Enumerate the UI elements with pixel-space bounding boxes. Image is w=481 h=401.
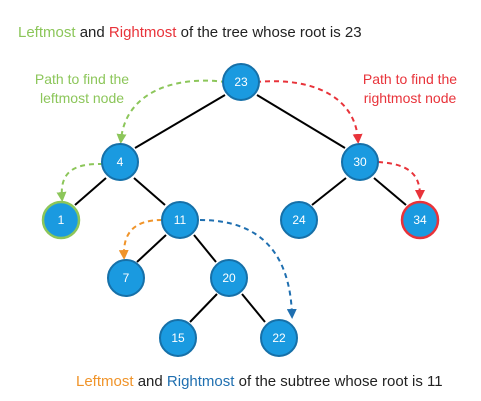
edge-11-20	[193, 234, 217, 263]
bottom-leftmost: Leftmost	[76, 373, 134, 390]
node-22: 22	[260, 319, 298, 357]
node-20-label: 20	[222, 271, 236, 285]
title-and: and	[76, 24, 109, 41]
edge-20-15	[189, 293, 218, 323]
left-path-note-line1: Path to find the	[35, 71, 129, 87]
node-1-label: 1	[58, 213, 65, 227]
tree-nodes: 23 4 30 1 11 24 34 7	[41, 63, 440, 357]
title-leftmost: Leftmost	[18, 24, 76, 41]
red-path-arrow-23-to-30	[255, 80, 363, 144]
bottom-rightmost: Rightmost	[167, 373, 235, 390]
node-11: 11	[161, 201, 199, 239]
edge-4-1	[74, 177, 107, 206]
node-20: 20	[210, 259, 248, 297]
node-22-label: 22	[272, 331, 286, 345]
node-34-label: 34	[413, 213, 427, 227]
green-path-arrow-4-to-1	[56, 162, 104, 202]
green-path-arrow-23-to-4	[116, 79, 227, 144]
orange-path-arrow-11-to-7	[118, 219, 163, 260]
node-15-label: 15	[171, 331, 185, 345]
node-23-label: 23	[234, 75, 248, 89]
node-7: 7	[107, 259, 145, 297]
edge-30-24	[311, 177, 347, 206]
diagram-title: Leftmost and Rightmost of the tree whose…	[18, 24, 362, 41]
node-34: 34	[400, 200, 440, 240]
edge-23-4	[134, 94, 226, 149]
title-rest: of the tree whose root is 23	[176, 24, 361, 41]
node-4: 4	[101, 143, 139, 181]
left-path-note-line2: leftmost node	[40, 90, 124, 106]
node-24: 24	[280, 201, 318, 239]
title-rightmost: Rightmost	[109, 24, 177, 41]
edge-30-34	[373, 177, 407, 206]
red-path-arrow-30-to-34	[377, 161, 425, 200]
blue-path-arrow-11-to-22	[199, 219, 297, 319]
edge-11-7	[136, 234, 167, 263]
right-path-note-line1: Path to find the	[363, 71, 457, 87]
node-1: 1	[41, 200, 81, 240]
node-15: 15	[159, 319, 197, 357]
edge-23-30	[256, 94, 346, 149]
node-4-label: 4	[117, 155, 124, 169]
node-30-label: 30	[353, 155, 367, 169]
node-7-label: 7	[123, 271, 130, 285]
node-23: 23	[222, 63, 260, 101]
node-30: 30	[341, 143, 379, 181]
edge-4-11	[133, 177, 166, 206]
bottom-and: and	[134, 373, 167, 390]
right-path-note-line2: rightmost node	[364, 90, 457, 106]
bottom-rest: of the subtree whose root is 11	[234, 373, 442, 390]
tree-edges	[74, 94, 407, 323]
bottom-caption: Leftmost and Rightmost of the subtree wh…	[76, 373, 443, 390]
node-11-label: 11	[174, 213, 187, 227]
node-24-label: 24	[292, 213, 306, 227]
edge-20-22	[241, 293, 266, 323]
